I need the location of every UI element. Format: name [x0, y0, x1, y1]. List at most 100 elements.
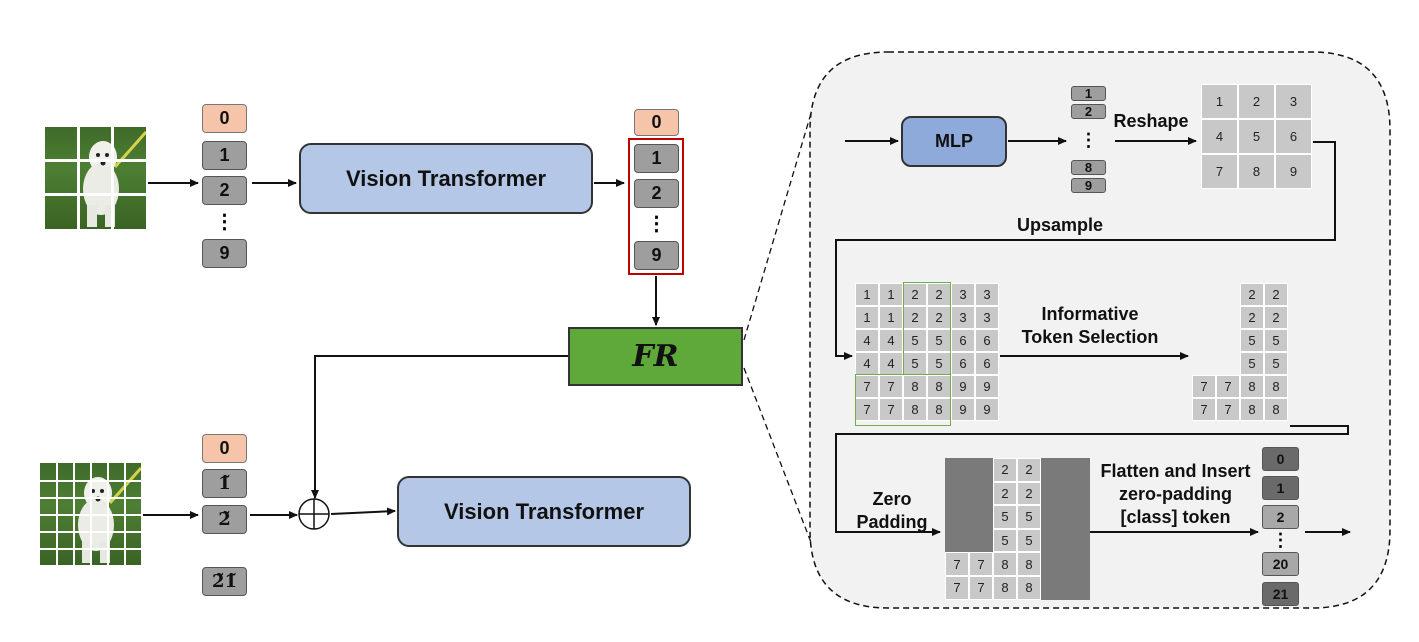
grid-cell	[1192, 283, 1216, 306]
refined-token: 2̃	[202, 505, 247, 534]
grid-cell: 7	[879, 375, 903, 398]
grid-cell: 4	[855, 352, 879, 375]
grid-cell	[969, 481, 993, 506]
grid-cell: 3	[975, 306, 999, 329]
grid-cell: 8	[1264, 375, 1288, 398]
grid-cell: 4	[855, 329, 879, 352]
mlp-token: 2	[1071, 104, 1106, 119]
grid-cell	[1216, 306, 1240, 329]
arrow-upsample	[835, 141, 1336, 360]
class-token-bottom: 0	[202, 434, 247, 463]
grid-cell: 5	[1240, 329, 1264, 352]
grid-cell	[1192, 306, 1216, 329]
reshape-label: Reshape	[1113, 111, 1189, 131]
grid-cell: 7	[1192, 375, 1216, 398]
grid-cell	[945, 481, 969, 506]
patch-output-highlight	[628, 138, 684, 275]
mlp-token: 9	[1071, 178, 1106, 193]
grid-cell: 8	[1264, 398, 1288, 421]
grid-cell: 2	[1017, 481, 1041, 506]
grid-cell: 9	[951, 375, 975, 398]
grid-cell	[969, 505, 993, 529]
grid-cell: 8	[1017, 575, 1041, 600]
zero-padding-label: Zero Padding	[856, 489, 928, 532]
grid-cell: 1	[1201, 84, 1238, 119]
patch-token-output: 1	[634, 144, 679, 173]
grid-cell: 7	[945, 575, 969, 600]
grid-cell: 8	[993, 575, 1017, 600]
vision-transformer-top: Vision Transformer	[299, 143, 593, 214]
grid-cell: 5	[1017, 505, 1041, 529]
grid-cell: 2	[1240, 283, 1264, 306]
grid-cell	[1041, 528, 1090, 553]
grid-cell: 6	[975, 352, 999, 375]
mlp-block: MLP	[901, 116, 1007, 167]
grid-cell: 2	[1264, 283, 1288, 306]
grid-cell: 2	[993, 458, 1017, 482]
grid-cell: 5	[1017, 528, 1041, 553]
grid-cell: 1	[879, 283, 903, 306]
arrow-zero-padding	[835, 425, 1349, 536]
grid-cell	[1192, 352, 1216, 375]
grid-cell	[1216, 283, 1240, 306]
class-token: 0	[202, 104, 247, 133]
grid-cell: 5	[1264, 352, 1288, 375]
grid-cell: 7	[1216, 375, 1240, 398]
grid-cell	[1041, 552, 1090, 576]
refined-token: 2̃1̃	[202, 567, 247, 596]
grid-cell: 5	[1238, 119, 1275, 154]
selected-region-highlight	[855, 374, 951, 426]
selected-region-highlight	[903, 374, 951, 426]
upsample-label: Upsample	[1016, 215, 1104, 235]
grid-cell	[945, 458, 969, 482]
add-operator-icon	[298, 498, 330, 530]
grid-cell: 9	[975, 375, 999, 398]
grid-cell: 3	[951, 283, 975, 306]
grid-cell: 8	[903, 375, 927, 398]
zoom-line-bottom	[743, 367, 813, 546]
grid-cell	[969, 458, 993, 482]
zoom-line-top	[743, 109, 813, 341]
grid-cell	[1041, 505, 1090, 529]
grid-cell: 3	[951, 306, 975, 329]
informative-token-selection-label: Informative Token Selection	[1021, 304, 1159, 347]
grid-cell	[1041, 575, 1090, 600]
grid-cell: 5	[1264, 329, 1288, 352]
grid-cell: 4	[1201, 119, 1238, 154]
grid-cell: 7	[945, 552, 969, 576]
grid-cell: 8	[1017, 552, 1041, 576]
class-token-output: 0	[634, 109, 679, 136]
arrow-fr-to-plus	[311, 355, 568, 499]
patch-token: 9	[202, 239, 247, 268]
grid-cell: 6	[951, 352, 975, 375]
grid-cell: 2	[927, 306, 951, 329]
ellipsis: ⋮	[214, 211, 235, 233]
grid-cell: 7	[1216, 398, 1240, 421]
grid-cell: 2	[1264, 306, 1288, 329]
mlp-token: 8	[1071, 160, 1106, 175]
grid-cell: 7	[969, 575, 993, 600]
grid-cell: 6	[1275, 119, 1312, 154]
grid-cell	[969, 528, 993, 553]
patch-token: 2	[202, 176, 247, 205]
final-token: 0	[1262, 447, 1299, 471]
grid-cell: 2	[1240, 306, 1264, 329]
grid-cell: 8	[993, 552, 1017, 576]
grid-cell	[1216, 329, 1240, 352]
grid-cell: 8	[903, 398, 927, 421]
grid-cell	[1216, 352, 1240, 375]
final-token: 20	[1262, 552, 1299, 576]
grid-cell: 5	[1240, 352, 1264, 375]
grid-cell: 4	[879, 352, 903, 375]
selected-region-highlight	[903, 282, 951, 375]
grid-cell	[945, 505, 969, 529]
refined-token: 1̃	[202, 469, 247, 498]
grid-cell: 2	[1017, 458, 1041, 482]
grid-cell: 2	[1238, 84, 1275, 119]
grid-cell: 7	[1192, 398, 1216, 421]
input-image-bottom	[40, 463, 141, 565]
grid-cell: 1	[855, 283, 879, 306]
